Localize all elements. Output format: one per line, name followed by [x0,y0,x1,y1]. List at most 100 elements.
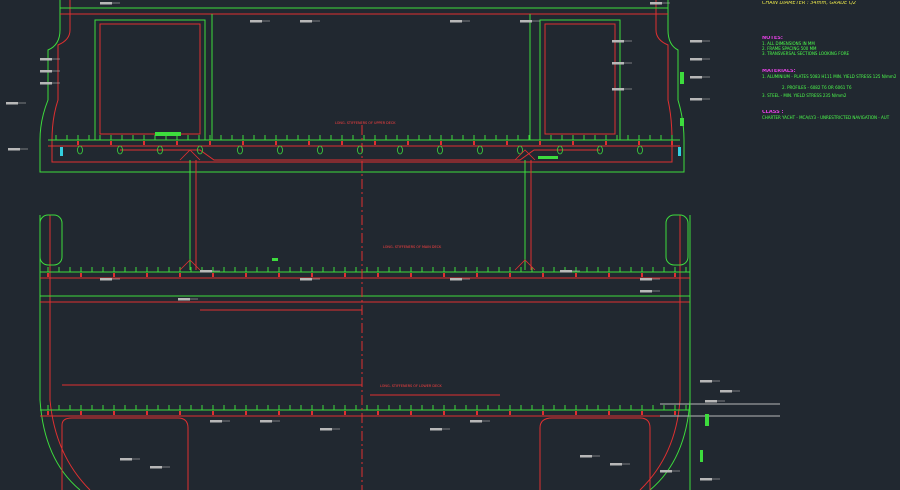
leader-tag [40,58,52,61]
leader-tag [700,478,712,481]
leader-tag [430,428,442,431]
notes-spacer [762,6,898,36]
leader-tag [40,70,52,73]
highlight-block [680,72,684,84]
leader-tag [120,458,132,461]
lower-deck-stiffener-label: LONG. STIFFENERS OF LOWER DECK [380,384,442,388]
note-item: 3. TRANSVERSAL SECTIONS LOOKING FORE [762,51,850,56]
stiffener-mark [608,411,610,415]
leader-tag [150,466,162,469]
leader-tag [6,102,18,105]
lightening-hole [517,145,523,155]
stiffener-mark [539,141,541,145]
stiffener-mark [212,411,214,415]
stiffener-mark [575,411,577,415]
stiffener-mark [242,141,244,145]
leader-tag [640,290,652,293]
lightening-hole [157,145,163,155]
leader-tag [690,40,702,43]
leader-tag [200,270,212,273]
leader-tag [650,2,662,5]
stiffener-mark [146,273,148,277]
lightening-hole [117,145,123,155]
note-item: 1. ALL DIMENSIONS IN MM [762,41,815,46]
stiffener-mark [47,273,49,277]
leader-tag [300,278,312,281]
stiffener-mark [410,411,412,415]
stiffener-mark [476,411,478,415]
stiffener-mark [80,411,82,415]
leader-tag [470,420,482,423]
notes-spacer [762,56,898,69]
lightening-hole [637,145,643,155]
note-item: 2. FRAME SPACING 500 MM [762,46,817,51]
stiffener-mark [608,273,610,277]
stiffener-mark [542,273,544,277]
leader-tag [178,298,190,301]
stiffener-mark [641,411,643,415]
stiffener-mark [245,411,247,415]
materials-header: MATERIALS: [762,69,796,74]
lightening-hole [277,145,283,155]
leader-tag [705,400,717,403]
stiffener-mark [443,411,445,415]
chain-header: CHAIN DIAMETER : 34mm, GRADE Q2 [762,1,857,6]
material-item: 1. ALUMINIUM - PLATES 5083 H111 MIN. YIE… [762,74,897,79]
highlight-block [538,156,558,159]
stiffener-mark [311,273,313,277]
lightening-hole [77,145,83,155]
stiffener-mark [245,273,247,277]
stiffener-mark [275,141,277,145]
notes-spacer [762,98,898,110]
leader-tag [260,420,272,423]
lower-hull-section [39,125,780,490]
lightening-hole [557,145,563,155]
stiffener-mark [638,141,640,145]
cyan-marker [678,147,681,156]
leader-tag [300,20,312,23]
leader-tag [610,463,622,466]
leader-tag [580,455,592,458]
leader-tag [100,2,112,5]
lightening-hole [237,145,243,155]
leader-tag [100,278,112,281]
stiffener-mark [542,411,544,415]
lightening-hole [197,145,203,155]
cyan-marker [60,147,63,156]
stiffener-mark [671,141,673,145]
lightening-hole [397,145,403,155]
stiffener-mark [47,411,49,415]
stiffener-mark [212,273,214,277]
stiffener-mark [605,141,607,145]
leader-tag [40,82,52,85]
stiffener-mark [506,141,508,145]
stiffener-mark [410,273,412,277]
leader-tag [8,148,20,151]
stiffener-mark [143,141,145,145]
leader-tag [612,62,624,65]
lightening-hole [437,145,443,155]
stiffener-mark [641,273,643,277]
highlight-block [272,258,278,261]
material-item: 3. STEEL - MIN. YIELD STRESS 235 N/mm2 [762,93,847,98]
leader-tag [560,270,572,273]
class-text: CHARTER YACHT - MCA/LY3 - UNRESTRICTED N… [762,115,890,120]
girder-bracket [514,259,536,271]
material-item: 2. PROFILES - 6082 T6 OR 6061 T6 [782,85,852,90]
generated-drawing-details [6,2,740,481]
leader-tag [640,278,652,281]
leader-tag [320,428,332,431]
leader-tag [520,20,532,23]
stiffener-mark [113,411,115,415]
leader-tag [660,470,672,473]
stiffener-mark [509,411,511,415]
notes-panel: CHAIN DIAMETER : 34mm, GRADE Q2 NOTES: 1… [762,0,898,120]
stiffener-mark [278,411,280,415]
lightening-hole [597,145,603,155]
leader-tag [700,380,712,383]
stiffener-mark [113,273,115,277]
lightening-hole [357,145,363,155]
lightening-hole [477,145,483,155]
